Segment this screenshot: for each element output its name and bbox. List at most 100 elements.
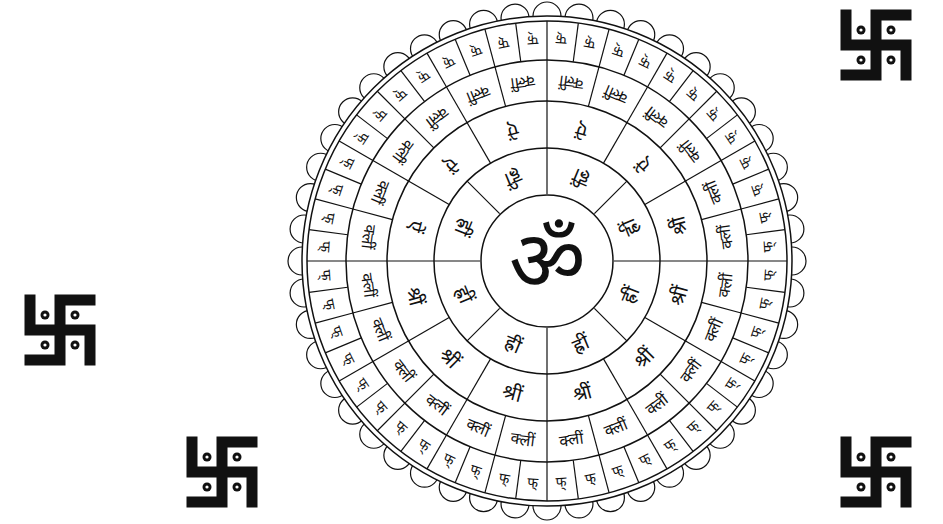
cell-divider: [604, 359, 628, 400]
swastika-dot: [857, 453, 866, 462]
cell-divider: [604, 122, 628, 163]
mantra-syllable: फ्: [556, 33, 568, 48]
mantra-syllable: फ्: [527, 474, 539, 489]
swastika-dot: [203, 483, 212, 492]
cell-divider: [467, 122, 491, 163]
cell-divider: [325, 338, 361, 353]
cell-divider: [307, 260, 346, 261]
swastika-dot: [887, 453, 896, 462]
cell-divider: [733, 169, 769, 184]
cell-divider: [546, 60, 547, 101]
swastika-symbols: [30, 15, 906, 502]
mantra-syllable: क्लीं: [510, 72, 536, 91]
scallop-rim: [288, 2, 806, 520]
cell-divider: [599, 455, 609, 493]
mantra-syllable: फ्: [760, 241, 775, 253]
cell-divider: [748, 260, 787, 261]
mantra-syllable: क्लीं: [558, 72, 584, 91]
swastika-dot: [857, 26, 866, 35]
cell-divider: [353, 302, 393, 313]
swastika-dot: [233, 483, 242, 492]
cell-divider: [546, 421, 547, 462]
swastika-dot: [41, 311, 50, 320]
cell-divider: [408, 181, 449, 205]
swastika-arms: [846, 15, 906, 75]
swastika-symbol: [192, 442, 252, 502]
swastika-dot-center: [235, 485, 238, 488]
cell-divider: [588, 416, 599, 456]
cell-divider: [573, 460, 578, 499]
outer-circle: [302, 16, 792, 506]
cell-divider: [387, 260, 434, 261]
cell-divider: [495, 67, 506, 107]
mantra-syllable: फ्: [319, 270, 334, 282]
cell-divider: [346, 260, 387, 261]
swastika-dot: [71, 341, 80, 350]
cell-divider: [516, 460, 521, 499]
mantra-syllable: क्लीं: [510, 431, 536, 450]
cell-divider: [733, 338, 769, 353]
cell-divider: [309, 230, 348, 235]
swastika-dot: [233, 453, 242, 462]
cell-divider: [546, 374, 547, 421]
swastika-dot: [203, 453, 212, 462]
swastika-dot-center: [889, 58, 892, 61]
cell-divider: [434, 260, 480, 261]
cell-divider: [746, 287, 785, 292]
cell-divider: [594, 308, 627, 341]
cell-divider: [516, 23, 521, 62]
cell-divider: [546, 148, 547, 194]
swastika-arms: [30, 300, 90, 360]
swastika-dot-center: [205, 485, 208, 488]
swastika-dot-center: [859, 455, 862, 458]
cell-divider: [588, 67, 599, 107]
swastika-dot: [857, 56, 866, 65]
ring-circle: [307, 21, 787, 501]
cell-divider: [467, 308, 500, 341]
swastika-arms: [846, 442, 906, 502]
mantra-syllable: क्लीं: [717, 272, 736, 298]
cell-divider: [546, 328, 547, 374]
cell-divider: [467, 181, 500, 214]
cell-divider: [746, 230, 785, 235]
cell-divider: [741, 313, 779, 323]
swastika-dot: [41, 341, 50, 350]
cell-divider: [546, 101, 547, 148]
cell-divider: [645, 318, 686, 342]
swastika-dot-center: [859, 485, 862, 488]
ring-circle: [346, 60, 748, 462]
cell-divider: [353, 209, 393, 220]
swastika-dot-center: [889, 28, 892, 31]
circle-border: [481, 195, 613, 327]
cell-divider: [315, 313, 353, 323]
mantra-syllable: क्लीं: [717, 224, 736, 250]
ring-circle: [434, 148, 660, 374]
cell-divider: [315, 199, 353, 209]
mantra-syllable: फ्: [497, 36, 511, 52]
cell-divider: [455, 447, 470, 483]
cell-divider: [702, 209, 742, 220]
swastika-dot-center: [73, 343, 76, 346]
cell-divider: [467, 359, 491, 400]
cell-divider: [707, 260, 748, 261]
swastika-dot-center: [235, 455, 238, 458]
om-symbol: ॐ: [509, 219, 586, 303]
cell-divider: [485, 455, 495, 493]
cell-divider: [660, 260, 707, 261]
swastika-dot-center: [859, 58, 862, 61]
cell-divider: [741, 199, 779, 209]
cell-divider: [546, 21, 547, 60]
swastika-dot-center: [205, 455, 208, 458]
mantra-syllable: क्लीं: [358, 224, 377, 250]
cell-dividers: [307, 21, 787, 501]
swastika-dot-center: [859, 28, 862, 31]
cell-divider: [624, 39, 639, 75]
swastika-dot: [857, 483, 866, 492]
center-circle: ॐ: [480, 194, 614, 328]
swastika-dot-center: [73, 313, 76, 316]
swastika-dot-center: [43, 343, 46, 346]
cell-divider: [599, 29, 609, 67]
cell-divider: [325, 169, 361, 184]
mantra-syllable: फ्: [760, 270, 775, 282]
